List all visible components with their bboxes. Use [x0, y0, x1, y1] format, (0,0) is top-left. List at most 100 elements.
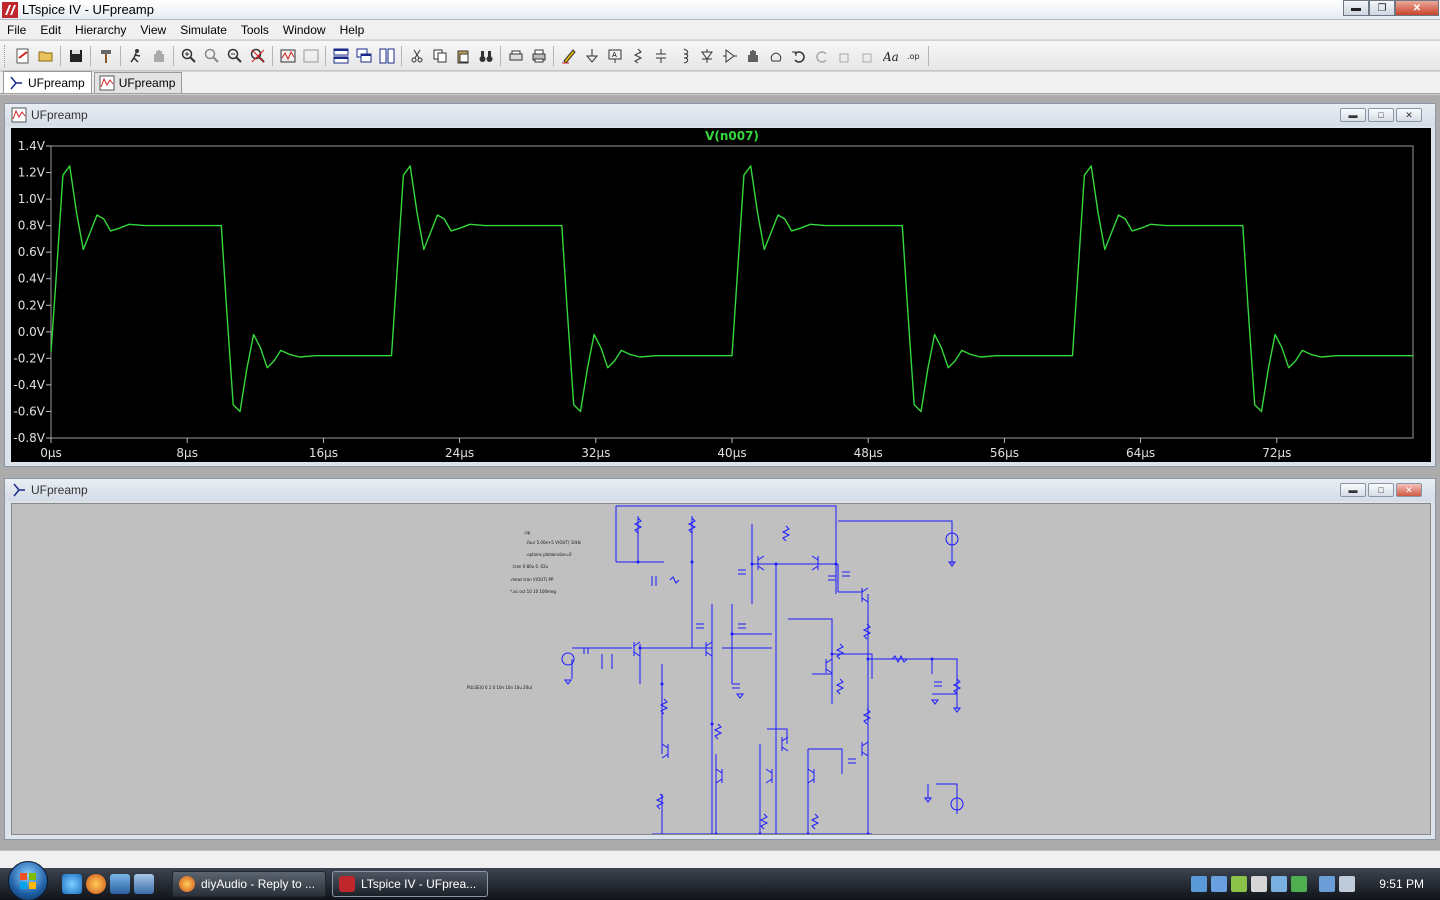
- rotate-button[interactable]: [833, 44, 856, 67]
- control-panel-button[interactable]: [94, 44, 117, 67]
- menu-file[interactable]: File: [7, 22, 27, 37]
- capacitor-c1[interactable]: [651, 576, 657, 586]
- taskbar-item-diyaudio[interactable]: diyAudio - Reply to ...: [172, 871, 326, 897]
- capacitor-button[interactable]: [649, 44, 672, 67]
- capacitor-c4[interactable]: [842, 571, 850, 577]
- label-net-button[interactable]: A: [603, 44, 626, 67]
- capacitor-c2[interactable]: [738, 569, 746, 575]
- resistor-r3[interactable]: [633, 517, 643, 534]
- schematic-window[interactable]: UFpreamp ▬ □ ✕ ;op .four 5.00e+5 V(OUT) …: [4, 478, 1436, 840]
- trace-v-n007[interactable]: [50, 165, 1413, 413]
- voltage-source-vneg[interactable]: [950, 797, 964, 811]
- tray-sync-icon[interactable]: [1271, 876, 1288, 892]
- ground-button[interactable]: [580, 44, 603, 67]
- move-button[interactable]: [741, 44, 764, 67]
- zoom-in-button[interactable]: [177, 44, 200, 67]
- waveform-chart[interactable]: V(n007)1.4V1.2V1.0V0.8V0.6V0.4V0.2V0.0V-…: [11, 128, 1431, 462]
- volume-icon[interactable]: [1339, 876, 1356, 892]
- maximize-icon[interactable]: □: [1368, 483, 1394, 497]
- voltage-source-vpos[interactable]: [945, 532, 959, 546]
- menu-edit[interactable]: Edit: [40, 22, 62, 37]
- transistor-q11[interactable]: [705, 641, 713, 657]
- redo-button[interactable]: [810, 44, 833, 67]
- inductor-button[interactable]: [672, 44, 695, 67]
- print-setup-button[interactable]: [504, 44, 527, 67]
- new-schematic-button[interactable]: [11, 44, 34, 67]
- menu-window[interactable]: Window: [282, 22, 326, 37]
- show-desktop-icon[interactable]: [110, 874, 130, 894]
- halt-button[interactable]: [147, 44, 170, 67]
- transistor-q7[interactable]: [811, 555, 819, 571]
- tile-vertical-button[interactable]: [375, 44, 398, 67]
- resistor-r8[interactable]: [835, 643, 845, 660]
- run-button[interactable]: [124, 44, 147, 67]
- tab-waveform[interactable]: UFpreamp: [93, 72, 183, 93]
- schematic-drawing[interactable]: ;op .four 5.00e+5 V(OUT) 10Hz .options p…: [12, 504, 1430, 836]
- component-button[interactable]: [718, 44, 741, 67]
- resistor-r4[interactable]: [687, 517, 697, 534]
- transistor-q12[interactable]: [661, 743, 669, 759]
- schematic-window-title-bar[interactable]: UFpreamp: [5, 479, 1435, 501]
- paste-button[interactable]: [451, 44, 474, 67]
- transistor-q4[interactable]: [781, 736, 789, 752]
- resistor-r13[interactable]: [759, 813, 769, 830]
- minimize-icon[interactable]: ▬: [1343, 0, 1369, 16]
- transistor-q9[interactable]: [825, 658, 833, 674]
- tray-network-icon[interactable]: [1211, 876, 1228, 892]
- internet-explorer-icon[interactable]: [62, 874, 82, 894]
- resistor-load[interactable]: [952, 678, 962, 695]
- cut-button[interactable]: [405, 44, 428, 67]
- capacitor-c6[interactable]: [738, 623, 746, 629]
- drag-button[interactable]: [764, 44, 787, 67]
- resistor-r6[interactable]: [659, 698, 669, 715]
- transistor-q3[interactable]: [807, 768, 815, 784]
- menu-help[interactable]: Help: [339, 22, 365, 37]
- pan-button[interactable]: [200, 44, 223, 67]
- capacitor-c3[interactable]: [828, 575, 836, 581]
- menu-simulate[interactable]: Simulate: [180, 22, 227, 37]
- zoom-out-button[interactable]: [223, 44, 246, 67]
- transistor-q6[interactable]: [757, 555, 765, 571]
- draw-wire-button[interactable]: [557, 44, 580, 67]
- undo-button[interactable]: [787, 44, 810, 67]
- find-button[interactable]: [474, 44, 497, 67]
- menu-view[interactable]: View: [140, 22, 167, 37]
- capacitor-c8[interactable]: [848, 758, 856, 764]
- toolbar-grip[interactable]: [4, 44, 7, 67]
- cascade-button[interactable]: [352, 44, 375, 67]
- capacitor-cload[interactable]: [934, 681, 942, 687]
- spice-directive[interactable]: ;op: [524, 530, 531, 535]
- menu-hierarchy[interactable]: Hierarchy: [75, 22, 127, 37]
- tab-schematic[interactable]: UFpreamp: [3, 71, 92, 93]
- menu-tools[interactable]: Tools: [240, 22, 269, 37]
- schematic-components[interactable]: [561, 517, 964, 830]
- voltage-source-vin[interactable]: [561, 652, 575, 666]
- resistor-r9[interactable]: [835, 678, 845, 695]
- resistor-r11[interactable]: [862, 708, 872, 725]
- close-icon[interactable]: ✕: [1396, 483, 1422, 497]
- tray-device-icon[interactable]: [1251, 876, 1268, 892]
- clock[interactable]: 9:51 PM: [1379, 877, 1424, 891]
- spice-directive[interactable]: .meas tran V(OUT) PP: [510, 577, 554, 582]
- pulse-source-label[interactable]: PULSE(0 0.1 0 10n 10n 10u 20u): [467, 685, 533, 690]
- diode-button[interactable]: [695, 44, 718, 67]
- save-button[interactable]: [64, 44, 87, 67]
- resistor-r14[interactable]: [810, 813, 820, 830]
- firefox-icon[interactable]: [86, 874, 106, 894]
- resistor-r15[interactable]: [891, 654, 908, 664]
- schematic-canvas[interactable]: ;op .four 5.00e+5 V(OUT) 10Hz .options p…: [11, 503, 1431, 836]
- open-button[interactable]: [34, 44, 57, 67]
- waveform-window-title-bar[interactable]: UFpreamp: [5, 104, 1435, 126]
- capacitor-c5[interactable]: [696, 623, 704, 629]
- zoom-fit-button[interactable]: [246, 44, 269, 67]
- resistor-r16[interactable]: [669, 576, 680, 584]
- mirror-button[interactable]: [856, 44, 879, 67]
- tray-security-icon[interactable]: [1231, 876, 1248, 892]
- spice-directive[interactable]: .four 5.00e+5 V(OUT) 10Hz: [526, 540, 581, 545]
- taskbar-item-ltspice[interactable]: LTspice IV - UFprea...: [332, 871, 488, 897]
- resistor-r10[interactable]: [862, 623, 872, 640]
- text-button[interactable]: Aa: [879, 44, 902, 67]
- transistor-q8[interactable]: [861, 587, 869, 603]
